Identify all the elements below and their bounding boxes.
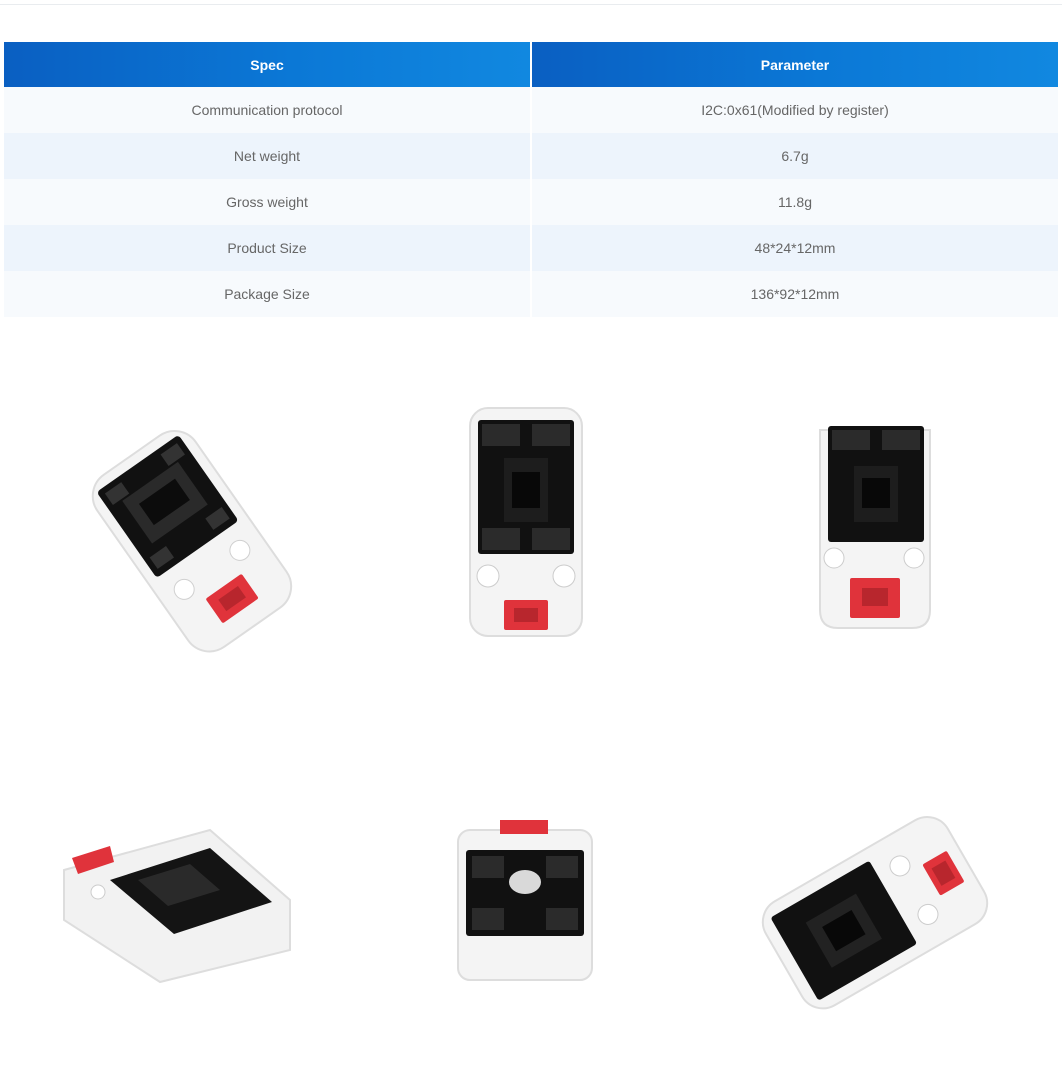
spec-cell: Communication protocol [4,87,532,133]
parameter-cell: I2C:0x61(Modified by register) [531,87,1058,133]
table-row: Gross weight 11.8g [4,179,1058,225]
product-gallery [0,340,1062,1080]
parameter-cell: 136*92*12mm [531,271,1058,317]
parameter-cell: 11.8g [531,179,1058,225]
spec-cell: Gross weight [4,179,532,225]
top-divider [0,4,1062,5]
parameter-cell: 6.7g [531,133,1058,179]
module-front-tilt-photo [750,410,1000,670]
parameter-column-header: Parameter [531,42,1058,87]
spec-cell: Package Size [4,271,532,317]
spec-table: Spec Parameter Communication protocol I2… [4,42,1058,317]
spec-cell: Net weight [4,133,532,179]
table-row: Net weight 6.7g [4,133,1058,179]
table-row: Communication protocol I2C:0x61(Modified… [4,87,1058,133]
module-low-angle-left-photo [50,810,300,1070]
parameter-cell: 48*24*12mm [531,225,1058,271]
module-end-view-photo [400,810,650,1070]
table-row: Product Size 48*24*12mm [4,225,1058,271]
module-angled-right-photo [760,810,1010,1070]
module-angled-left-photo [60,410,310,670]
module-top-view-photo [400,400,650,660]
spec-column-header: Spec [4,42,532,87]
table-row: Package Size 136*92*12mm [4,271,1058,317]
spec-cell: Product Size [4,225,532,271]
spec-table-header-row: Spec Parameter [4,42,1058,87]
